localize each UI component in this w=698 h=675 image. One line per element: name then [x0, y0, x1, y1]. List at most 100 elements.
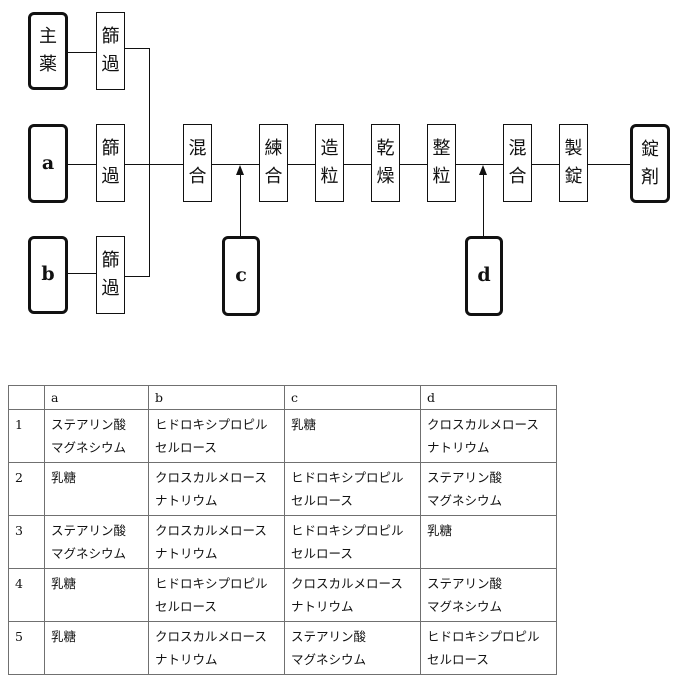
table-cell: ステアリン酸マグネシウム — [420, 568, 557, 622]
input-a: a — [28, 124, 68, 203]
node-label-char: 乾 — [376, 138, 395, 160]
step-mix-2: 混合 — [503, 124, 532, 202]
table-header-cell: b — [148, 385, 285, 410]
connector-d-vertical — [482, 174, 484, 237]
sieve-step-1: 篩過 — [96, 12, 125, 90]
sieve-step-2: 篩過 — [96, 124, 125, 202]
node-label-char: 薬 — [39, 54, 57, 75]
input-b-label: b — [41, 263, 55, 286]
step-knead: 練合 — [259, 124, 288, 202]
table-header-cell: d — [420, 385, 557, 410]
option-number-cell: 3 — [8, 515, 45, 569]
node-label-char: 篩 — [101, 26, 120, 48]
table-header-cell — [8, 385, 45, 410]
table-header-cell: c — [284, 385, 421, 410]
connector-dry-size — [399, 164, 427, 166]
connector-granulate-dry — [343, 164, 371, 166]
table-cell: 乳糖 — [420, 515, 557, 569]
node-label-char: 混 — [508, 138, 527, 160]
step-mix-1: 混合 — [183, 124, 212, 202]
table-cell: クロスカルメロースナトリウム — [148, 621, 285, 675]
option-number-cell: 5 — [8, 621, 45, 675]
connector-sieve2-bus — [124, 164, 183, 166]
table-cell: クロスカルメロースナトリウム — [420, 409, 557, 463]
step-compress: 製錠 — [559, 124, 588, 202]
table-cell: ステアリン酸マグネシウム — [44, 409, 149, 463]
table-cell: クロスカルメロースナトリウム — [148, 462, 285, 516]
connector-sieve3-bus — [124, 276, 150, 278]
sieve-step-3: 篩過 — [96, 236, 125, 314]
node-label-char: 剤 — [641, 166, 659, 188]
table-cell: ヒドロキシプロピルセルロース — [284, 515, 421, 569]
connector-c-vertical — [239, 174, 241, 237]
connector-size-mix2 — [455, 164, 503, 166]
table-cell: ヒドロキシプロピルセルロース — [420, 621, 557, 675]
table-header-cell: a — [44, 385, 149, 410]
input-api: 主薬 — [28, 12, 68, 90]
node-label-char: 過 — [101, 54, 120, 75]
node-label-char: 錠 — [641, 138, 659, 160]
node-label-char: 粒 — [320, 166, 339, 187]
table-cell: ヒドロキシプロピルセルロース — [148, 568, 285, 622]
step-size: 整粒 — [427, 124, 456, 202]
connector-knead-granulate — [287, 164, 315, 166]
node-label-char: 錠 — [564, 166, 583, 187]
step-dry: 乾燥 — [371, 124, 400, 202]
node-label-char: 製 — [564, 138, 583, 160]
table-cell: 乳糖 — [44, 462, 149, 516]
connector-a-sieve — [67, 164, 96, 166]
input-c-label: c — [235, 264, 247, 287]
table-cell: ヒドロキシプロピルセルロース — [148, 409, 285, 463]
table-header-row: a b c d — [8, 385, 557, 410]
node-label-char: 主 — [39, 26, 57, 48]
table-cell: 乳糖 — [44, 621, 149, 675]
input-c: c — [222, 236, 260, 316]
node-label-char: 燥 — [376, 166, 395, 187]
connector-b-sieve — [67, 273, 96, 275]
node-label-char: 篩 — [101, 250, 120, 272]
arrow-c-icon — [236, 165, 244, 175]
node-label-char: 合 — [188, 166, 207, 187]
input-d-label: d — [477, 264, 491, 287]
table-cell: ステアリン酸マグネシウム — [284, 621, 421, 675]
flow-diagram: 主薬 a b c d 篩過 篩過 篩過 混合 練合 造粒 乾燥 整粒 混合 製錠… — [28, 12, 670, 316]
node-label-char: 合 — [264, 166, 283, 187]
node-label-char: 過 — [101, 278, 120, 299]
table-cell: ヒドロキシプロピルセルロース — [284, 462, 421, 516]
option-number-cell: 1 — [8, 409, 45, 463]
table-cell: クロスカルメロースナトリウム — [148, 515, 285, 569]
step-granulate: 造粒 — [315, 124, 344, 202]
node-label-char: 練 — [264, 138, 283, 160]
node-label-char: 混 — [188, 138, 207, 160]
connector-api-sieve — [67, 52, 96, 54]
connector-sieve1-bus — [124, 48, 150, 50]
table-cell: ステアリン酸マグネシウム — [44, 515, 149, 569]
arrow-d-icon — [479, 165, 487, 175]
input-b: b — [28, 236, 68, 314]
connector-compress-product — [587, 164, 630, 166]
node-label-char: 造 — [320, 138, 339, 160]
connector-sieve-bus-vertical — [149, 48, 151, 277]
table-cell: クロスカルメロースナトリウム — [284, 568, 421, 622]
table-cell: 乳糖 — [44, 568, 149, 622]
connector-mix1-knead — [211, 164, 259, 166]
table-cell: 乳糖 — [284, 409, 421, 463]
node-label-char: 粒 — [432, 166, 451, 187]
input-d: d — [465, 236, 503, 316]
node-label-char: 合 — [508, 166, 527, 187]
step-product: 錠剤 — [630, 124, 670, 203]
connector-mix2-compress — [531, 164, 559, 166]
node-label-char: 整 — [432, 138, 451, 160]
table-cell: ステアリン酸マグネシウム — [420, 462, 557, 516]
node-label-char: 過 — [101, 166, 120, 187]
node-label-char: 篩 — [101, 138, 120, 160]
option-number-cell: 2 — [8, 462, 45, 516]
option-number-cell: 4 — [8, 568, 45, 622]
